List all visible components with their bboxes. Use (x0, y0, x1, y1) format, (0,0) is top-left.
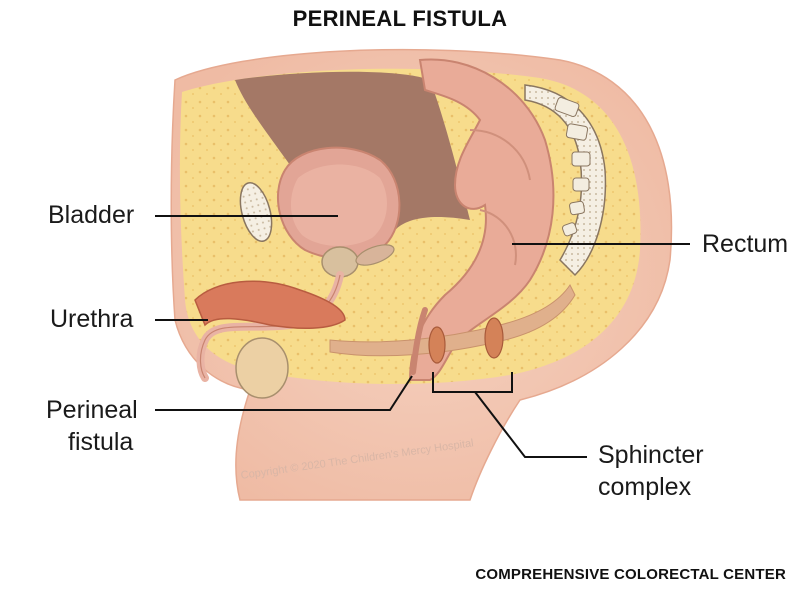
sphincter-right (485, 318, 503, 358)
footer-center-name: COMPREHENSIVE COLORECTAL CENTER (475, 566, 786, 583)
sphincter-left (429, 327, 445, 363)
label-bladder: Bladder (48, 200, 134, 230)
label-sphincter-line1: Sphincter (598, 440, 704, 470)
label-perineal-fistula-line1: Perineal (46, 395, 138, 425)
testis (236, 338, 288, 398)
label-sphincter-line2: complex (598, 472, 691, 502)
label-perineal-fistula-line2: fistula (68, 427, 133, 457)
label-urethra: Urethra (50, 304, 133, 334)
label-rectum: Rectum (702, 229, 788, 259)
